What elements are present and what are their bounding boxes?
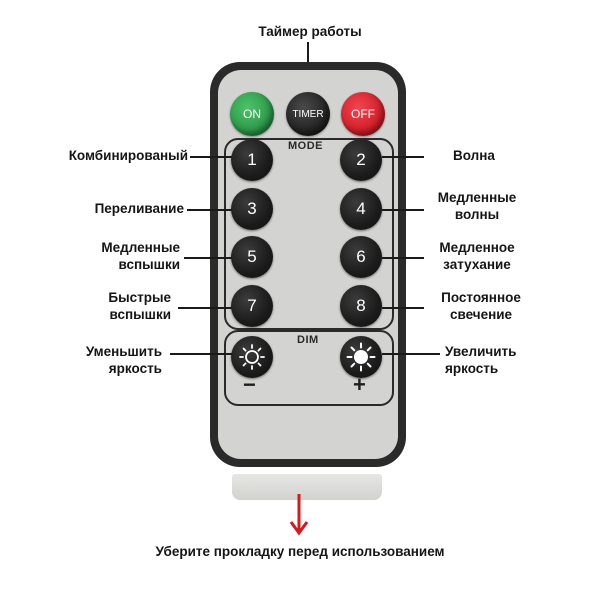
label-button-4-line1: Медленные: [437, 190, 517, 205]
label-dim-plus: Увеличить яркость: [445, 343, 516, 377]
label-button-5-line1: Медленные: [101, 240, 180, 255]
label-button-7: Быстрые вспышки: [10, 289, 171, 323]
button-5-label: 5: [247, 247, 257, 266]
label-dim-minus: Уменьшить яркость: [10, 343, 162, 377]
button-6-label: 6: [356, 247, 366, 266]
button-2[interactable]: 2: [340, 139, 382, 181]
dim-panel: [224, 330, 394, 406]
battery-pull-tab[interactable]: [232, 474, 382, 500]
button-7-label: 7: [247, 296, 257, 315]
button-4[interactable]: 4: [340, 188, 382, 230]
callout-line-dim-plus: [382, 353, 440, 355]
callout-line-dim-minus: [170, 353, 232, 355]
label-button-2: Волна: [453, 148, 495, 163]
label-dim-minus-line1: Уменьшить: [85, 344, 162, 359]
button-5[interactable]: 5: [231, 236, 273, 278]
button-4-label: 4: [356, 199, 366, 218]
label-button-3: Переливание: [94, 201, 184, 216]
button-8[interactable]: 8: [340, 285, 382, 327]
callout-line-6: [382, 257, 424, 259]
button-6[interactable]: 6: [340, 236, 382, 278]
label-button-6-line1: Медленное: [439, 240, 515, 255]
dim-minus-button[interactable]: [231, 336, 273, 378]
label-button-7-line2: вспышки: [109, 307, 171, 322]
label-button-8: Постоянное свечение: [425, 289, 537, 323]
button-1-label: 1: [247, 150, 257, 169]
on-label: ON: [243, 107, 261, 121]
off-label: OFF: [351, 107, 375, 121]
callout-line-8: [382, 307, 424, 309]
off-button[interactable]: OFF: [341, 92, 385, 136]
callout-line-5: [184, 257, 232, 259]
button-2-label: 2: [356, 150, 366, 169]
on-button[interactable]: ON: [230, 92, 274, 136]
plus-sign: +: [353, 372, 366, 397]
timer-title: Таймер работы: [258, 24, 362, 39]
timer-button[interactable]: TIMER: [286, 92, 330, 136]
label-button-6-line2: затухание: [443, 257, 511, 272]
callout-line-2: [382, 156, 424, 158]
label-button-5-line2: вспышки: [118, 257, 180, 272]
callout-line-4: [382, 209, 424, 211]
label-button-7-line1: Быстрые: [108, 290, 171, 305]
label-button-1: Комбинированый: [68, 148, 188, 163]
dim-label: DIM: [297, 334, 319, 346]
down-arrow-icon: [289, 494, 309, 536]
callout-line-7: [178, 307, 232, 309]
dim-plus-button[interactable]: [340, 336, 382, 378]
button-3-label: 3: [247, 199, 257, 218]
mode-panel: [224, 138, 394, 330]
label-button-8-line2: свечение: [449, 307, 513, 322]
button-1[interactable]: 1: [231, 139, 273, 181]
label-dim-plus-line2: яркость: [445, 361, 499, 376]
button-8-label: 8: [356, 296, 366, 315]
label-button-6: Медленное затухание: [425, 239, 529, 273]
minus-sign: −: [243, 372, 256, 397]
mode-label: MODE: [288, 140, 323, 152]
callout-line-3: [187, 209, 232, 211]
button-3[interactable]: 3: [231, 188, 273, 230]
label-dim-plus-line1: Увеличить: [445, 344, 517, 359]
label-button-8-line1: Постоянное: [441, 290, 521, 305]
label-button-4-line2: волны: [454, 207, 500, 222]
footer-instruction: Уберите прокладку перед использованием: [155, 544, 445, 559]
label-button-4: Медленные волны: [425, 189, 529, 223]
callout-line-1: [190, 156, 232, 158]
button-7[interactable]: 7: [231, 285, 273, 327]
sun-outline-icon: [239, 344, 265, 370]
label-dim-minus-line2: яркость: [108, 361, 162, 376]
label-button-5: Медленные вспышки: [10, 239, 180, 273]
sun-filled-icon: [346, 342, 376, 372]
timer-label: TIMER: [292, 108, 324, 120]
